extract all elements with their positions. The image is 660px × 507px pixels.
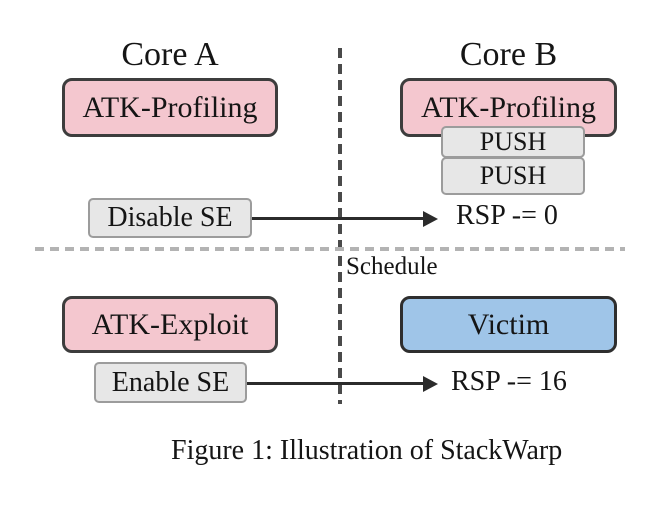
atk-exploit-box: ATK-Exploit — [62, 296, 278, 353]
push-box-top: PUSH — [441, 126, 585, 158]
core-a-title: Core A — [121, 36, 219, 73]
schedule-label: Schedule — [346, 253, 438, 280]
arrow-disable-se-to-rsp0 — [252, 210, 438, 227]
rsp-zero-label: RSP -= 0 — [456, 200, 558, 231]
victim-box: Victim — [400, 296, 617, 353]
push-box-bottom: PUSH — [441, 157, 585, 195]
core-b-title: Core B — [459, 36, 558, 73]
atk-profiling-box-core-b: ATK-Profiling — [400, 78, 617, 137]
enable-se-box: Enable SE — [94, 362, 247, 403]
arrow-enable-se-to-rsp16 — [247, 375, 438, 392]
rsp-sixteen-label: RSP -= 16 — [451, 366, 567, 397]
disable-se-box: Disable SE — [88, 198, 252, 238]
schedule-divider-dashed-line — [35, 247, 625, 251]
core-divider-dashed-line — [338, 48, 342, 404]
atk-profiling-box-core-a: ATK-Profiling — [62, 78, 278, 137]
figure-caption: Figure 1: Illustration of StackWarp — [171, 435, 563, 466]
